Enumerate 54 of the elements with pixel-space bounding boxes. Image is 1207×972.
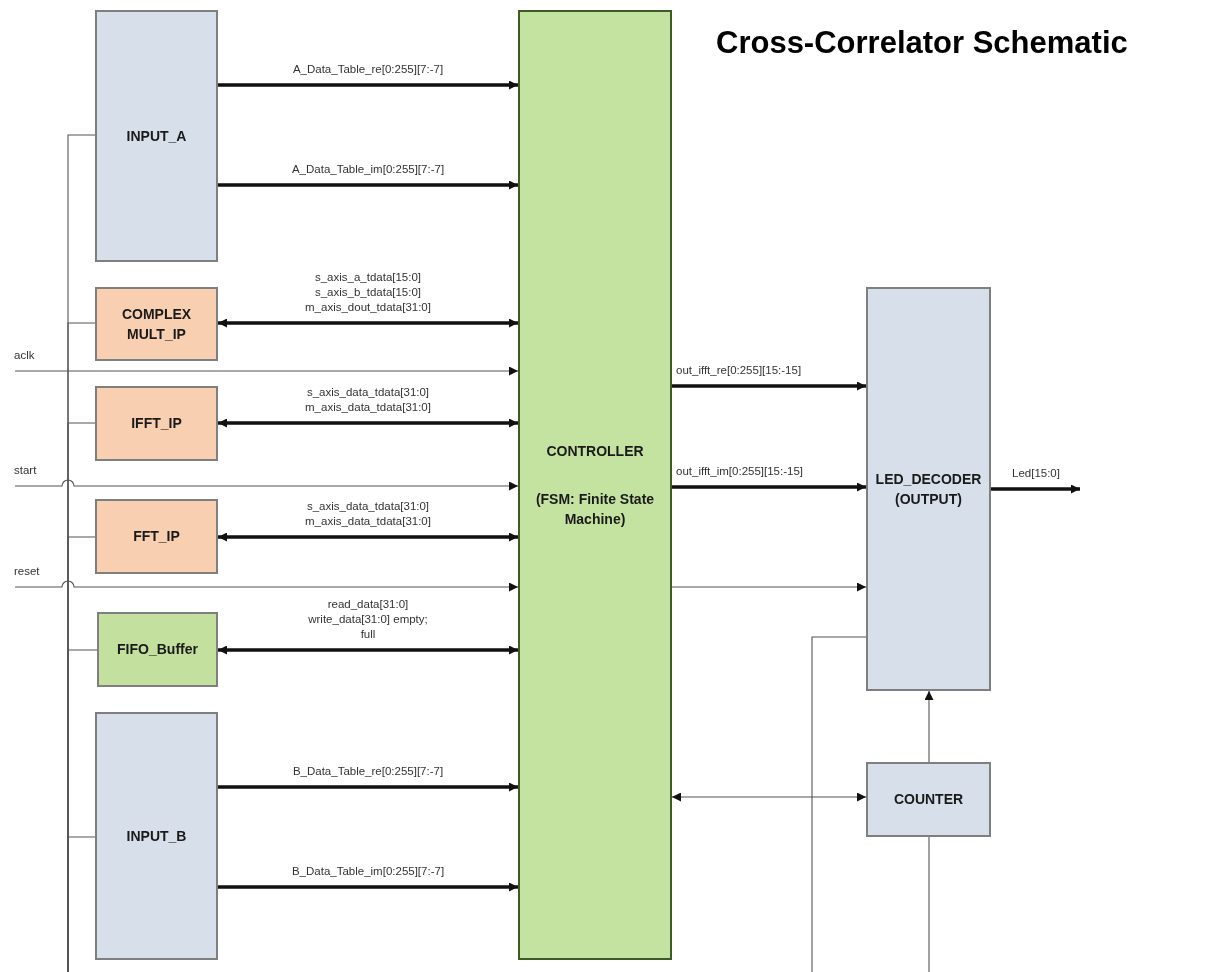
arrow (218, 418, 518, 428)
edge-label: reset (14, 564, 41, 579)
arrow (991, 484, 1080, 494)
diagram-title: Cross-Correlator Schematic (716, 24, 1128, 62)
module-box (95, 386, 218, 461)
module-box (866, 762, 991, 837)
module-label: COMPLEX MULT_IP (120, 304, 193, 344)
module-label: INPUT_A (126, 126, 187, 146)
arrow (671, 792, 867, 802)
module-box (95, 712, 218, 960)
module-label: CONTROLLER (546, 441, 644, 461)
arrow (218, 180, 518, 190)
arrow (218, 532, 518, 542)
edge-label: s_axis_data_tdata[31:0] m_axis_data_tdata[31:0] (304, 499, 432, 529)
edge-label: A_Data_Table_re[0:255][7:-7] (291, 62, 445, 77)
edge-label: B_Data_Table_re[0:255][7:-7] (291, 764, 445, 779)
arrow (671, 582, 867, 592)
edge-label: read_data[31:0] write_data[31:0] empty; full (308, 597, 428, 642)
arrow (672, 482, 866, 492)
module-label: FIFO_Buffer (117, 640, 198, 660)
arrow (672, 381, 866, 391)
arrow (14, 580, 519, 592)
edge-label: aclk (14, 348, 36, 363)
arrow (14, 366, 519, 376)
edge-label: s_axis_a_tdata[15:0] s_axis_b_tdata[15:0] m_axis_dout_tdata[31:0] (304, 270, 432, 315)
module-label: (FSM: Finite State Machine) (534, 489, 656, 530)
connector-line (811, 636, 867, 972)
connector-line (67, 836, 96, 972)
arrow (924, 690, 934, 763)
edge-label: out_ifft_im[0:255][15:-15] (676, 464, 804, 479)
module-box (95, 10, 218, 262)
connector-line (928, 836, 930, 972)
arrow (218, 80, 518, 90)
module-label: COUNTER (893, 790, 964, 810)
edge-label: Led[15:0] (1012, 466, 1061, 481)
arrow (218, 782, 518, 792)
edge-label: B_Data_Table_im[0:255][7:-7] (290, 864, 446, 879)
module-label: FFT_IP (133, 527, 180, 547)
edge-label: s_axis_data_tdata[31:0] m_axis_data_tdata[31:0] (304, 385, 432, 415)
arrow (218, 645, 518, 655)
module-label: LED_DECODER (OUTPUT) (875, 469, 982, 509)
module-label: IFFT_IP (131, 414, 182, 434)
edge-label: start (14, 463, 38, 478)
edge-label: out_ifft_re[0:255][15:-15] (676, 363, 803, 378)
module-box (97, 612, 218, 687)
module-label: INPUT_B (126, 826, 187, 846)
module-box (866, 287, 991, 691)
arrow (218, 318, 518, 328)
module-box (95, 499, 218, 574)
module-box (518, 10, 672, 960)
edge-label: A_Data_Table_im[0:255][7:-7] (290, 162, 446, 177)
arrow (218, 882, 518, 892)
arrow (14, 479, 519, 491)
module-box (95, 287, 218, 361)
